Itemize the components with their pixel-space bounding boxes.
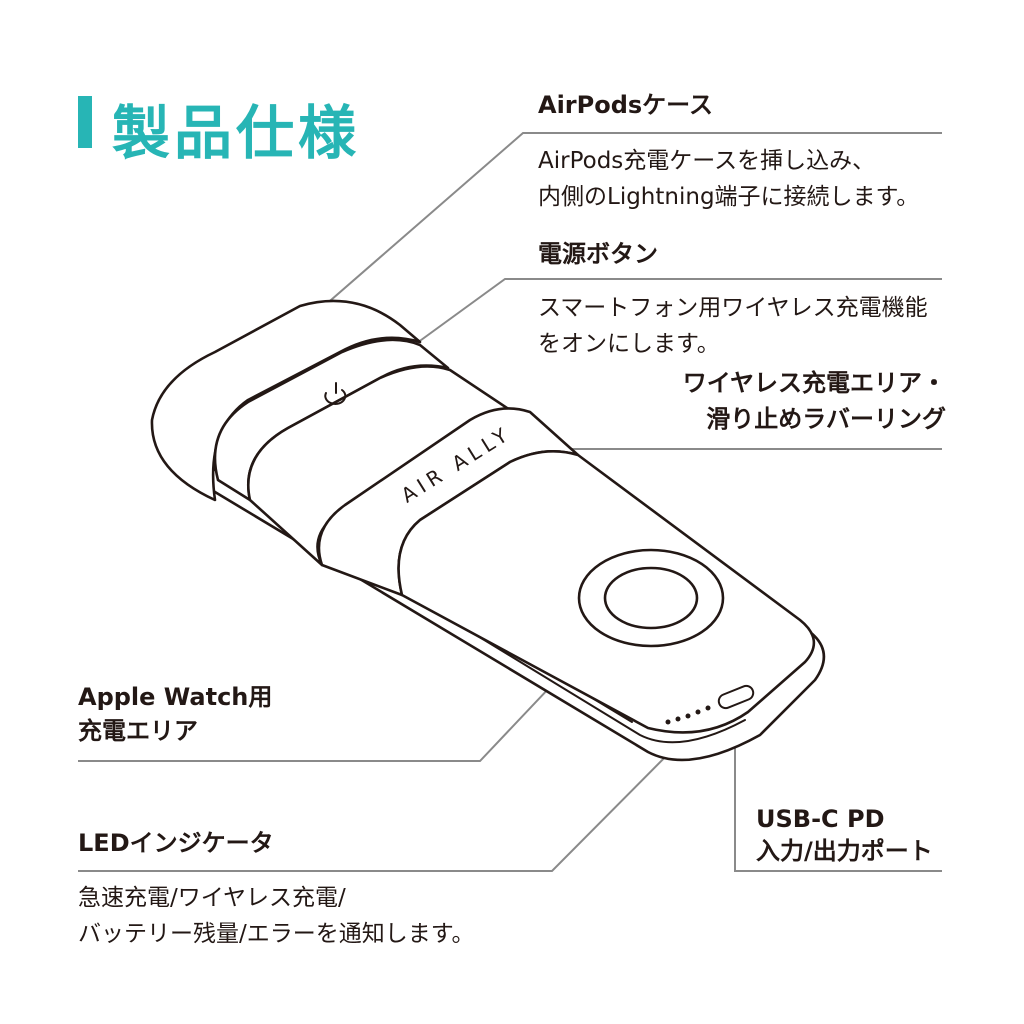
leader-line-airpods xyxy=(307,132,942,321)
power-button-label: 電源ボタン xyxy=(538,240,658,268)
leader-line-usb xyxy=(734,714,942,872)
power-button-desc-1: スマートフォン用ワイヤレス充電機能 xyxy=(538,295,928,321)
airpods-case-desc-1: AirPods充電ケースを挿し込み、 xyxy=(538,148,876,174)
led-desc-2: バッテリー残量/エラーを通知します。 xyxy=(78,921,475,947)
wireless-area-label-1: ワイヤレス充電エリア・ xyxy=(682,369,946,397)
page-title: 製品仕様 xyxy=(112,99,361,167)
usb-c-port xyxy=(717,684,755,710)
led-indicator-dots xyxy=(665,705,711,725)
device-illustration: AIR ALLY xyxy=(150,299,826,762)
usb-port-label-2: 入力/出力ポート xyxy=(756,837,933,865)
wireless-area-label-2: 滑り止めラバーリング xyxy=(706,405,946,433)
leader-line-led xyxy=(78,729,693,872)
watch-area-label-1: Apple Watch用 xyxy=(78,683,273,711)
watch-area-label-2: 充電エリア xyxy=(78,717,198,745)
airpods-case-desc-2: 内側のLightning端子に接続します。 xyxy=(538,184,920,210)
title-accent-bar xyxy=(78,96,92,148)
led-desc-1: 急速充電/ワイヤレス充電/ xyxy=(78,885,346,911)
watch-charging-puck xyxy=(603,566,699,630)
usb-port-label-1: USB-C PD xyxy=(756,805,885,833)
led-label: LEDインジケータ xyxy=(78,829,274,857)
power-button-desc-2: をオンにします。 xyxy=(538,331,720,357)
power-icon xyxy=(324,382,347,405)
airpods-case-label: AirPodsケース xyxy=(538,91,713,119)
